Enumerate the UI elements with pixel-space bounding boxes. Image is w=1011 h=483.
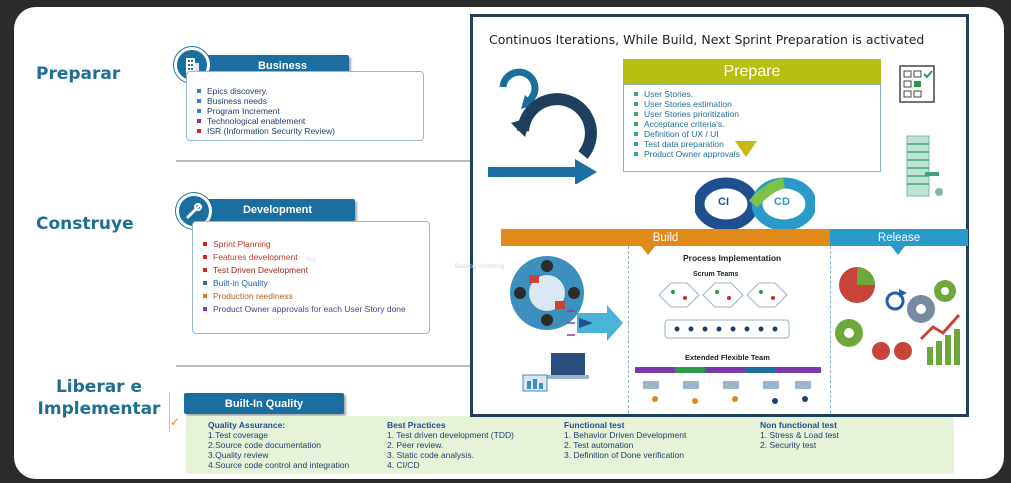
iteration-cycle-icon <box>488 68 597 184</box>
best-practices-list: 1. Test driven development (TDD)2. Peer … <box>387 430 514 470</box>
phase-liberar-line1: Liberar e <box>55 377 143 397</box>
build-divider-1 <box>628 246 629 413</box>
check-mark-icon: ✓ <box>170 415 181 429</box>
functional-test-title: Functional test <box>564 420 625 430</box>
ghost-text-2: Backlog Grooming <box>455 264 505 270</box>
phase-liberar-label: Liberar e Implementar <box>34 376 164 420</box>
phase-preparar-label: Preparar <box>36 64 121 84</box>
functional-test-item: 1. Behavior Driven Development <box>564 430 687 440</box>
development-item: Sprint Planning <box>201 239 421 249</box>
prepare-item: Product Owner approvals <box>634 149 872 159</box>
development-item: Production reediness <box>201 291 421 301</box>
bracket-line <box>169 392 170 432</box>
cd-label: CD <box>774 196 790 208</box>
best-practice-item: 2. Peer review. <box>387 440 444 450</box>
team-meeting-icon <box>510 256 584 330</box>
ci-cd-infinity-icon <box>695 177 815 231</box>
ghost-text: ting <box>306 257 316 263</box>
prepare-item: Acceptance criteria's. <box>634 119 872 129</box>
development-item: Features development <box>201 252 421 262</box>
best-practice-item: 1. Test driven development (TDD) <box>387 430 514 440</box>
non-functional-test-column: Non functional test 1. Stress & Load tes… <box>760 420 839 450</box>
release-analytics-icon <box>835 267 961 365</box>
prepare-item: User Stories estimation <box>634 99 872 109</box>
phase-liberar-line2: Implementar <box>37 399 161 419</box>
builtin-quality-title: Built-In Quality <box>224 397 304 410</box>
divider-top <box>176 160 476 162</box>
release-down-arrow-icon <box>891 246 905 255</box>
best-practice-item: 4. CI/CD <box>387 460 420 470</box>
best-practice-item: 3. Static code analysis. <box>387 450 474 460</box>
down-arrow-icon <box>735 141 757 157</box>
divider-middle <box>176 365 476 367</box>
prepare-item: User Stories prioritization <box>634 109 872 119</box>
quality-assurance-item: 3.Quality review <box>208 450 269 460</box>
business-item: Program Increment <box>195 106 415 116</box>
server-stack-icon <box>906 135 943 197</box>
quality-assurance-item: 2.Source code documentation <box>208 440 321 450</box>
prepare-item: Definition of UX / UI <box>634 129 872 139</box>
quality-assurance-item: 1.Test coverage <box>208 430 269 440</box>
slide: Preparar Construye Liberar e Implementar… <box>14 7 1004 479</box>
business-item: Technological enablement <box>195 116 415 126</box>
development-header: Development <box>200 199 355 221</box>
build-bar: Build <box>501 229 830 246</box>
best-practices-column: Best Practices 1. Test driven developmen… <box>387 420 514 470</box>
development-item: Built-in Quality <box>201 278 421 288</box>
prepare-bar: Prepare <box>623 59 881 84</box>
panel-title: Continuos Iterations, While Build, Next … <box>489 32 925 47</box>
build-divider-2 <box>830 246 831 413</box>
checklist-icon <box>899 65 935 103</box>
extended-team-timeline <box>635 367 821 404</box>
scrum-teams-diagram <box>658 282 790 339</box>
ci-label: CI <box>718 196 729 208</box>
development-item: Product Owner approvals for each User St… <box>201 304 421 314</box>
builtin-quality-header: Built-In Quality <box>184 393 344 414</box>
scrum-teams-title: Scrum Teams <box>693 271 739 278</box>
process-implementation-title: Process Implementation <box>683 253 782 263</box>
extended-flexible-team-title: Extended Flexible Team <box>685 353 770 362</box>
phase-construye-label: Construye <box>36 214 134 234</box>
iteration-panel: Continuos Iterations, While Build, Next … <box>455 14 969 417</box>
functional-test-item: 3. Definition of Done verification <box>564 450 685 460</box>
development-item: Test Driven Development <box>201 265 421 275</box>
laptop-analytics-icon <box>522 353 589 392</box>
development-header-title: Development <box>242 204 313 216</box>
release-bar: Release <box>830 229 968 246</box>
non-functional-test-title: Non functional test <box>760 420 837 430</box>
process-flow-icon <box>567 305 623 341</box>
functional-test-item: 2. Test automation <box>564 440 634 450</box>
functional-test-column: Functional test 1. Behavior Driven Devel… <box>564 420 686 460</box>
business-item: Business needs <box>195 96 415 106</box>
prepare-item: User Stories. <box>634 89 872 99</box>
quality-assurance-item: 4.Source code control and integration <box>208 460 350 470</box>
non-functional-test-item: 2. Security test <box>760 440 817 450</box>
build-down-arrow-icon <box>641 246 655 255</box>
business-header-title: Business <box>258 60 307 72</box>
business-item: Epics discovery. <box>195 86 415 96</box>
prepare-item: Test data preparation <box>634 139 872 149</box>
business-item: ISR (Information Security Review) <box>195 126 415 136</box>
best-practices-title: Best Practices <box>387 420 446 430</box>
non-functional-test-item: 1. Stress & Load test <box>760 430 839 440</box>
quality-assurance-title: Quality Assurance: <box>208 420 286 430</box>
